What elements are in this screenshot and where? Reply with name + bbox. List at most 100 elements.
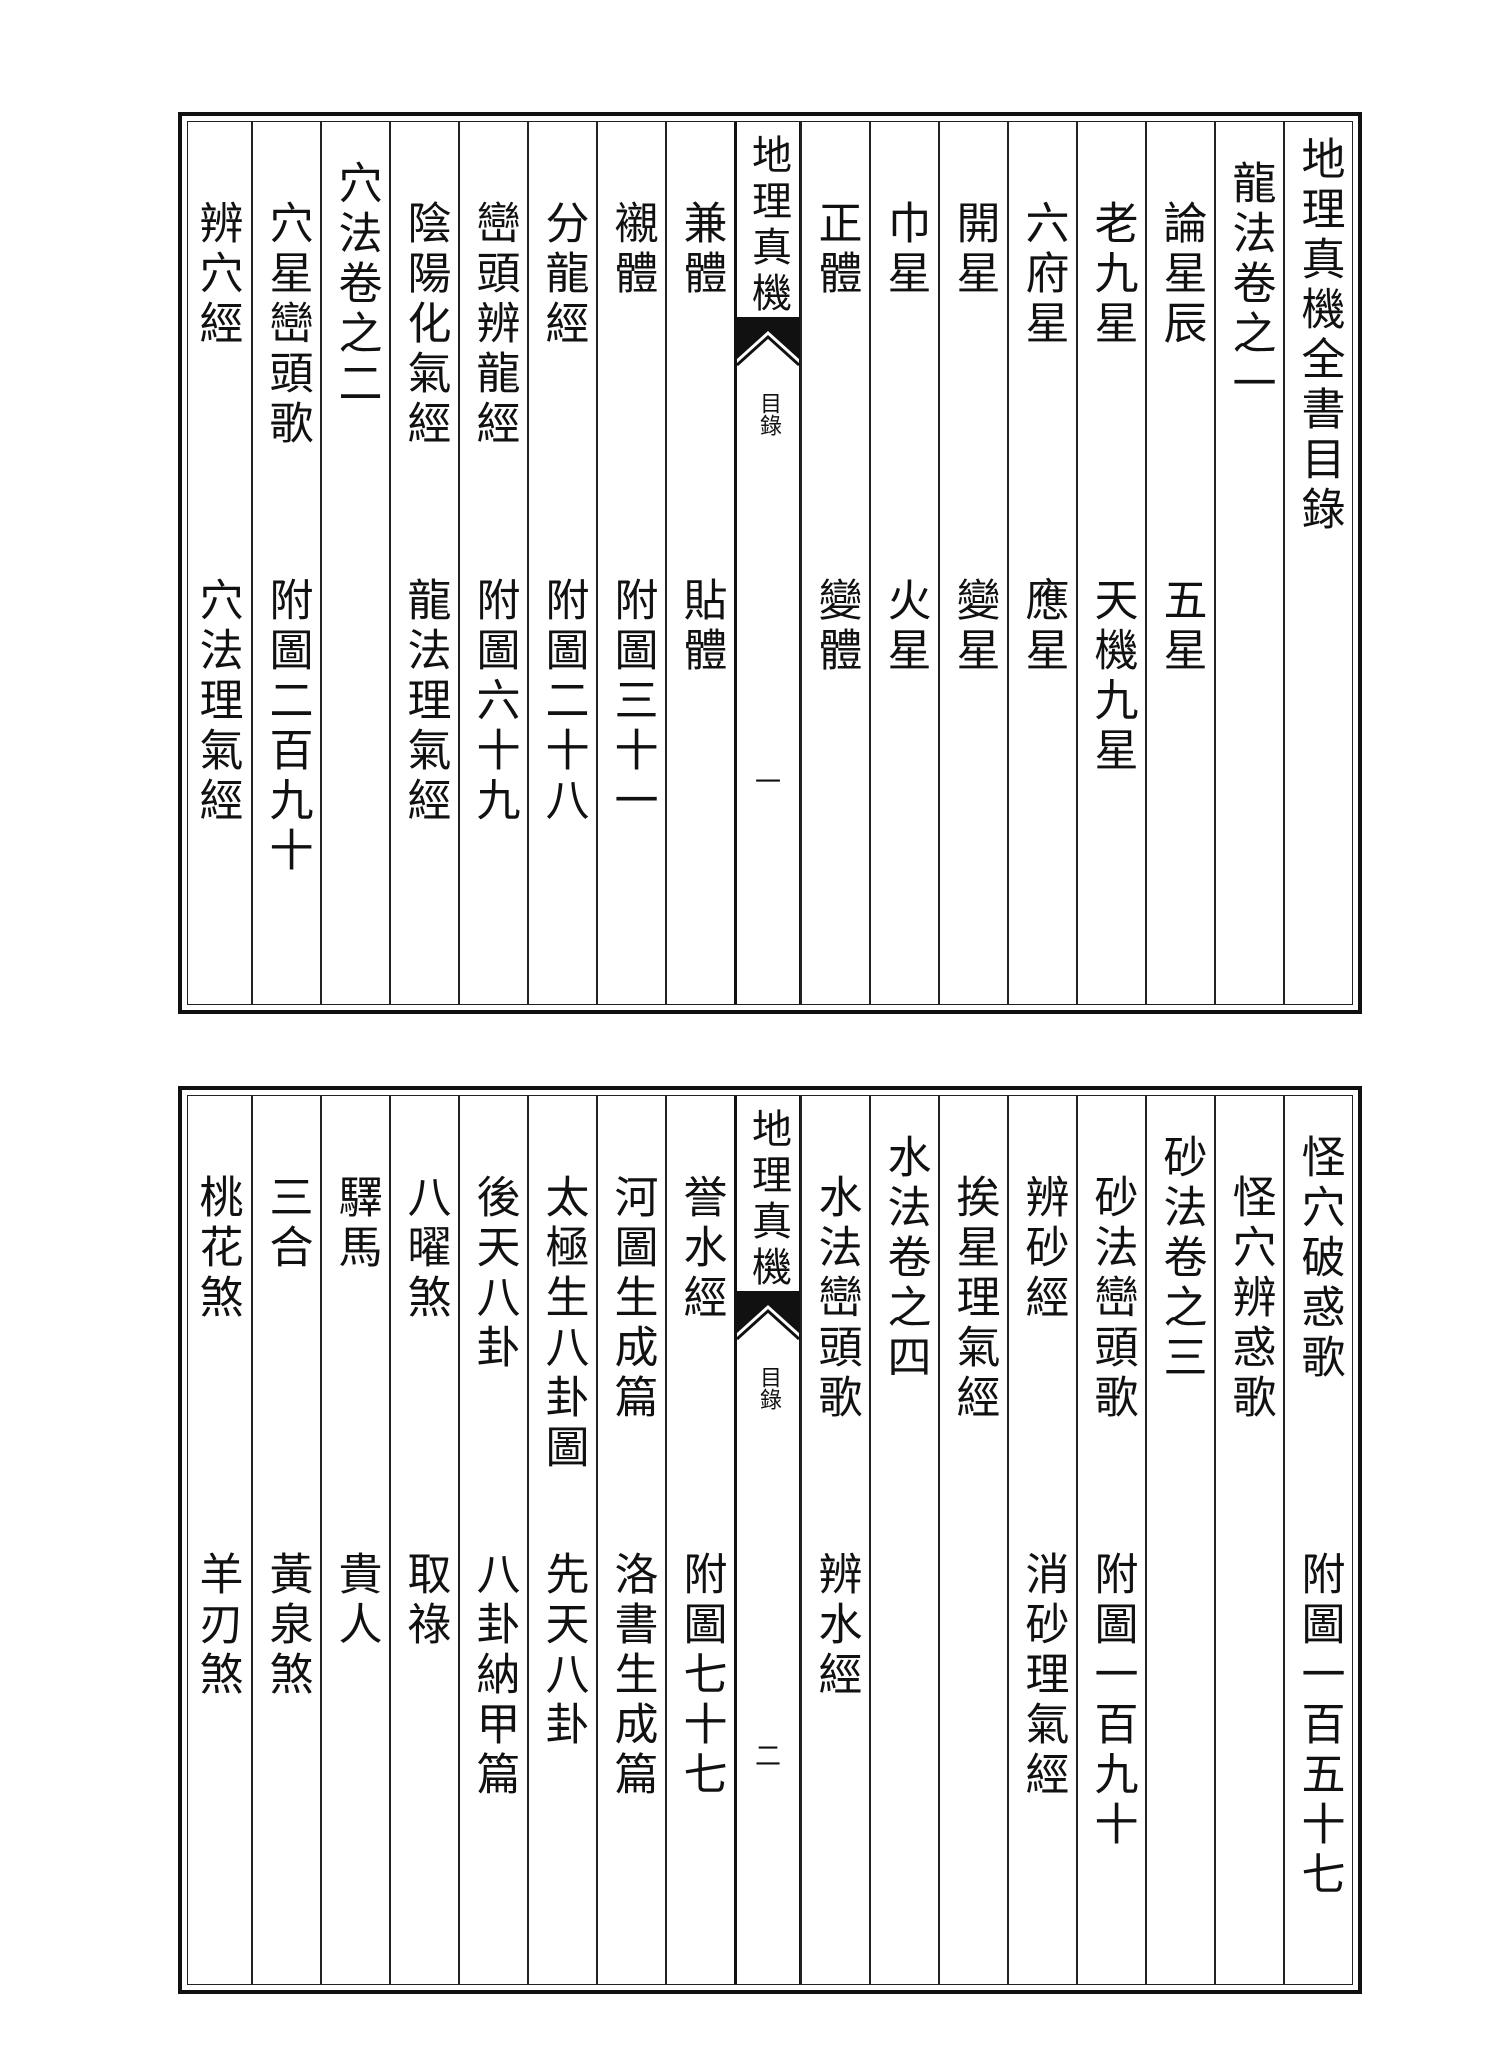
fishtail-mark-icon: [737, 1291, 799, 1341]
toc-sub-entry: 先天八卦: [537, 1551, 589, 1751]
page-frame: 地理真機全書目錄龍法卷之一論星辰五星老九星天機九星六府星應星開星變星巾星火星正體…: [187, 121, 1353, 1005]
toc-column: 水法卷之四: [869, 1096, 938, 1984]
toc-entry: 巾星: [879, 200, 931, 300]
toc-sub-entry: 附圖二百九十: [261, 577, 313, 877]
toc-entry: 正體: [810, 200, 862, 300]
toc-sub-entry: 龍法理氣經: [399, 577, 451, 827]
toc-column: 水法巒頭歌辨水經: [800, 1096, 869, 1984]
section-label: 目錄: [756, 392, 781, 436]
toc-sub-entry: 天機九星: [1086, 577, 1138, 777]
toc-column: 穴星巒頭歌附圖二百九十: [251, 122, 320, 1004]
page-number: 二: [754, 1742, 782, 1772]
toc-column: 八曜煞取祿: [389, 1096, 458, 1984]
toc-entry: 挨星理氣經: [948, 1174, 1000, 1424]
toc-entry: 太極生八卦圖: [537, 1174, 589, 1474]
toc-entry: 老九星: [1086, 200, 1138, 350]
toc-column: 誉水經附圖七十七: [665, 1096, 734, 1984]
toc-sub-entry: 羊刃煞: [191, 1551, 243, 1701]
toc-column: 砂法卷之三: [1145, 1096, 1214, 1984]
toc-entry: 水法卷之四: [879, 1134, 931, 1384]
toc-sub-entry: 附圖一百九十: [1086, 1551, 1138, 1851]
toc-column: 砂法巒頭歌附圖一百九十: [1076, 1096, 1145, 1984]
toc-entry: 六府星: [1017, 200, 1069, 350]
toc-column: 陰陽化氣經龍法理氣經: [389, 122, 458, 1004]
toc-entry: 怪穴辨惑歌: [1224, 1174, 1276, 1424]
toc-entry: 八曜煞: [399, 1174, 451, 1324]
toc-entry: 地理真機全書目錄: [1293, 136, 1345, 536]
toc-entry: 怪穴破惑歌: [1293, 1134, 1345, 1384]
toc-page-2: 怪穴破惑歌附圖一百五十七怪穴辨惑歌砂法卷之三砂法巒頭歌附圖一百九十辨砂經消砂理氣…: [178, 1086, 1362, 1994]
toc-column: 正體變體: [800, 122, 869, 1004]
toc-entry: 水法巒頭歌: [810, 1174, 862, 1424]
toc-column: 辨砂經消砂理氣經: [1007, 1096, 1076, 1984]
toc-sub-entry: 附圖二十八: [537, 577, 589, 827]
toc-entry: 穴星巒頭歌: [261, 200, 313, 450]
toc-sub-entry: 貴人: [330, 1551, 382, 1651]
toc-sub-entry: 附圖六十九: [468, 577, 520, 827]
toc-column: 河圖生成篇洛書生成篇: [596, 1096, 665, 1984]
toc-entry: 三合: [261, 1174, 313, 1274]
toc-sub-entry: 附圖七十七: [675, 1551, 727, 1801]
toc-sub-entry: 附圖三十一: [606, 577, 658, 827]
toc-entry: 開星: [948, 200, 1000, 300]
toc-sub-entry: 變體: [810, 577, 862, 677]
toc-column: 怪穴辨惑歌: [1214, 1096, 1283, 1984]
toc-column: 巒頭辨龍經附圖六十九: [458, 122, 527, 1004]
toc-entry: 分龍經: [537, 200, 589, 350]
toc-sub-entry: 變星: [948, 577, 1000, 677]
toc-column: 六府星應星: [1007, 122, 1076, 1004]
toc-entry: 辨穴經: [191, 200, 243, 350]
toc-entry: 兼體: [675, 200, 727, 300]
book-title: 地理真機: [745, 1108, 791, 1292]
toc-entry: 巒頭辨龍經: [468, 200, 520, 450]
toc-sub-entry: 火星: [879, 577, 931, 677]
toc-column: 穴法卷之二: [320, 122, 389, 1004]
toc-sub-entry: 應星: [1017, 577, 1069, 677]
toc-sub-entry: 附圖一百五十七: [1293, 1551, 1345, 1901]
toc-column: 分龍經附圖二十八: [527, 122, 596, 1004]
toc-column: 龍法卷之一: [1214, 122, 1283, 1004]
toc-entry: 驛馬: [330, 1174, 382, 1274]
toc-column: 辨穴經穴法理氣經: [182, 122, 251, 1004]
toc-column: 襯體附圖三十一: [596, 122, 665, 1004]
toc-entry: 辨砂經: [1017, 1174, 1069, 1324]
toc-column: 桃花煞羊刃煞: [182, 1096, 251, 1984]
toc-column: 怪穴破惑歌附圖一百五十七: [1283, 1096, 1352, 1984]
toc-sub-entry: 辨水經: [810, 1551, 862, 1701]
toc-entry: 桃花煞: [191, 1174, 243, 1324]
toc-entry: 論星辰: [1155, 200, 1207, 350]
toc-sub-entry: 貼體: [675, 577, 727, 677]
toc-sub-entry: 五星: [1155, 577, 1207, 677]
book-title: 地理真機: [745, 134, 791, 318]
page-number: 一: [754, 768, 782, 798]
toc-sub-entry: 八卦納甲篇: [468, 1551, 520, 1801]
section-label: 目錄: [756, 1366, 781, 1410]
toc-sub-entry: 取祿: [399, 1551, 451, 1651]
center-fold-band: 地理真機目錄二: [734, 1096, 800, 1984]
toc-sub-entry: 穴法理氣經: [191, 577, 243, 827]
toc-entry: 後天八卦: [468, 1174, 520, 1374]
toc-column: 老九星天機九星: [1076, 122, 1145, 1004]
toc-column: 地理真機全書目錄: [1283, 122, 1352, 1004]
toc-sub-entry: 洛書生成篇: [606, 1551, 658, 1801]
toc-entry: 陰陽化氣經: [399, 200, 451, 450]
toc-column: 太極生八卦圖先天八卦: [527, 1096, 596, 1984]
toc-entry: 砂法卷之三: [1155, 1134, 1207, 1384]
toc-entry: 河圖生成篇: [606, 1174, 658, 1424]
toc-sub-entry: 黃泉煞: [261, 1551, 313, 1701]
center-fold-band: 地理真機目錄一: [734, 122, 800, 1004]
toc-column: 挨星理氣經: [938, 1096, 1007, 1984]
fishtail-mark-icon: [737, 317, 799, 367]
toc-column: 兼體貼體: [665, 122, 734, 1004]
toc-sub-entry: 消砂理氣經: [1017, 1551, 1069, 1801]
toc-column: 論星辰五星: [1145, 122, 1214, 1004]
page-frame: 怪穴破惑歌附圖一百五十七怪穴辨惑歌砂法卷之三砂法巒頭歌附圖一百九十辨砂經消砂理氣…: [187, 1095, 1353, 1985]
toc-entry: 襯體: [606, 200, 658, 300]
toc-entry: 誉水經: [675, 1174, 727, 1324]
toc-page-1: 地理真機全書目錄龍法卷之一論星辰五星老九星天機九星六府星應星開星變星巾星火星正體…: [178, 112, 1362, 1014]
toc-entry: 穴法卷之二: [330, 160, 382, 410]
toc-column: 開星變星: [938, 122, 1007, 1004]
toc-column: 三合黃泉煞: [251, 1096, 320, 1984]
toc-entry: 砂法巒頭歌: [1086, 1174, 1138, 1424]
toc-column: 驛馬貴人: [320, 1096, 389, 1984]
